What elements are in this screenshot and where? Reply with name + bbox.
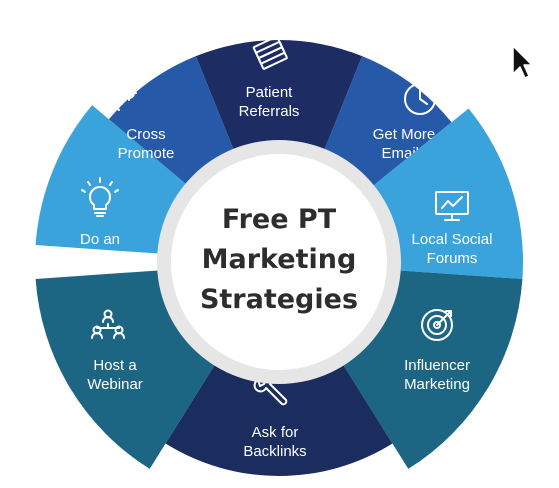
segment-host-a-webinar-wedge xyxy=(35,270,215,469)
segment-do-an-interview-wedge xyxy=(35,105,187,254)
segment-get-more-emails-wedge xyxy=(324,56,452,186)
segment-cross-promote-label-line-2: Promote xyxy=(118,145,175,162)
clock-icon xyxy=(404,83,436,115)
segment-influencer-marketing-label-line-2: Marketing xyxy=(404,376,470,393)
gears-icon xyxy=(103,85,137,114)
segment-local-social-forums-wedge xyxy=(373,108,523,280)
segment-ask-for-backlinks-wedge xyxy=(165,364,393,476)
segment-patient-referrals-label-line-2: Referrals xyxy=(239,103,300,120)
people-network-icon xyxy=(91,309,125,339)
segment-do-an-interview-label-line-2: Interview xyxy=(70,250,130,267)
money-stack-icon xyxy=(252,35,288,70)
center-hub: Free PT Marketing Strategies xyxy=(157,140,401,384)
segment-cross-promote-label-line-1: Cross xyxy=(126,126,165,143)
center-title-line-3: Strategies xyxy=(200,284,358,315)
center-title-line-2: Marketing xyxy=(202,244,357,275)
monitor-chart-icon xyxy=(435,191,469,221)
segment-do-an-interview: Do an Interview xyxy=(35,105,187,267)
mouse-cursor-icon xyxy=(512,45,533,79)
segment-patient-referrals-wedge xyxy=(195,40,363,150)
segment-host-a-webinar-label-line-1: Host a xyxy=(93,357,137,374)
lightbulb-icon xyxy=(81,177,119,217)
segment-host-a-webinar-label-line-2: Webinar xyxy=(87,376,143,393)
segment-patient-referrals-label-line-1: Patient xyxy=(246,84,294,101)
center-title-line-1: Free PT xyxy=(222,204,337,235)
segment-local-social-forums-label-line-2: Forums xyxy=(427,250,478,267)
segment-cross-promote-wedge xyxy=(108,56,234,185)
segment-host-a-webinar: Host a Webinar xyxy=(35,270,215,469)
segment-do-an-interview-label-line-1: Do an xyxy=(80,231,120,248)
segment-influencer-marketing-wedge xyxy=(343,270,523,469)
segment-ask-for-backlinks-label-line-2: Backlinks xyxy=(243,443,306,460)
center-hub-disc xyxy=(171,154,387,370)
segment-ask-for-backlinks-label-line-1: Ask for xyxy=(252,424,299,441)
target-icon xyxy=(421,309,453,341)
segment-get-more-emails-label-line-1: Get More xyxy=(373,126,436,143)
segment-influencer-marketing-label-line-1: Influencer xyxy=(404,357,470,374)
segment-local-social-forums-label-line-1: Local Social xyxy=(412,231,493,248)
